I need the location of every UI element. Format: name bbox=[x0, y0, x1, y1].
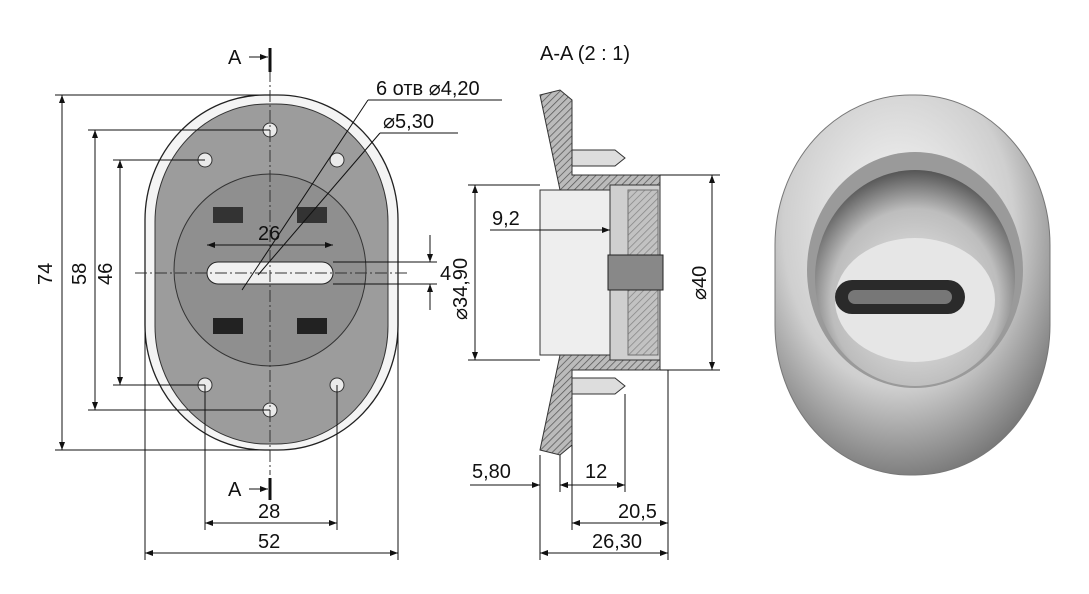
dim-inner-diameter: ⌀34,90 bbox=[450, 258, 472, 320]
dim-20-5: 20,5 bbox=[618, 501, 657, 523]
holes-note: 6 отв ⌀4,20 bbox=[376, 78, 480, 100]
section-bore bbox=[539, 189, 611, 356]
front-view: A A 74 58 46 26 4 28 52 6 отв ⌀4,2 bbox=[35, 47, 502, 560]
dim-5-80: 5,80 bbox=[472, 461, 511, 483]
dim-74: 74 bbox=[35, 263, 57, 285]
dim-outer-diameter: ⌀40 bbox=[689, 266, 711, 300]
dim-58: 58 bbox=[69, 263, 91, 285]
section-marker-bottom: A bbox=[228, 479, 242, 501]
pin-slot bbox=[213, 207, 243, 223]
section-marker-top: A bbox=[228, 47, 242, 69]
dim-52: 52 bbox=[258, 531, 280, 553]
dim-12: 12 bbox=[585, 461, 607, 483]
diameter-note: ⌀5,30 bbox=[383, 111, 434, 133]
dim-9-2: 9,2 bbox=[492, 208, 520, 230]
dim-26: 26 bbox=[258, 223, 280, 245]
pin-slot bbox=[297, 207, 327, 223]
section-flange-bottom bbox=[539, 354, 661, 456]
screw-top bbox=[571, 149, 626, 167]
pin-slot bbox=[213, 318, 243, 334]
pin-slot bbox=[297, 318, 327, 334]
screw-bottom bbox=[571, 377, 626, 395]
dim-26-30: 26,30 bbox=[592, 531, 642, 553]
dim-4: 4 bbox=[440, 263, 451, 285]
section-view: A-A (2 : 1) 9,2 ⌀34,90 ⌀40 5,80 12 20,5 … bbox=[450, 43, 720, 560]
product-render bbox=[774, 94, 1051, 476]
dim-28: 28 bbox=[258, 501, 280, 523]
section-title: A-A (2 : 1) bbox=[540, 43, 630, 65]
section-flange-top bbox=[539, 89, 661, 191]
dim-46: 46 bbox=[95, 263, 117, 285]
